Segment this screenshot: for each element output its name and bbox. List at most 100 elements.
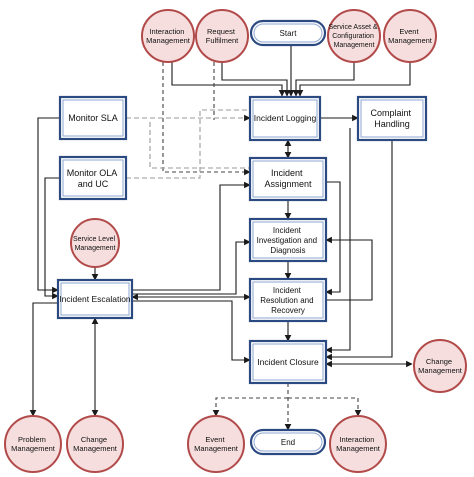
svg-text:Incident Assignment: Incident Assignment	[264, 168, 312, 189]
svg-text:Request Fulfilment: Request Fulfilment	[206, 27, 239, 45]
svg-text:Event Management: Event Management	[194, 435, 239, 453]
label-line: Management	[388, 36, 433, 45]
label-line: Interaction	[149, 27, 184, 36]
svg-text:Event Management: Event Management	[388, 27, 433, 45]
label-line: Management	[194, 444, 239, 453]
label-line: Incident	[273, 286, 302, 295]
activity-incident-escalation: Incident Escalation	[56, 278, 134, 320]
connector-escalation-to-investigation	[132, 238, 251, 295]
process-event-management-top: Event Management	[383, 9, 437, 63]
svg-text:Service Asset & Configur: Service Asset & Configuration Management	[329, 24, 380, 49]
label-line: Management	[75, 245, 116, 252]
svg-text:Change Management: Change Management	[73, 435, 118, 453]
svg-text:Monitor OLA and UC: Monitor OLA and UC	[67, 168, 120, 189]
connector-ola-up	[126, 109, 250, 179]
label-line: Incident	[271, 168, 303, 178]
label-line: Management	[73, 444, 118, 453]
label-line: Resolution and	[260, 296, 313, 305]
process-service-level-management: Service Level Management	[70, 218, 120, 268]
svg-text:Monitor SLA: Monitor SLA	[68, 113, 118, 123]
label-line: and UC	[78, 179, 109, 189]
label-line: Incident Closure	[257, 357, 319, 367]
connector-closure-to-event-bottom	[212, 397, 288, 417]
svg-text:Start: Start	[280, 29, 298, 38]
label-line: Recovery	[271, 306, 305, 315]
activity-incident-closure: Incident Closure	[248, 339, 328, 385]
label-line: Start	[280, 29, 298, 38]
label-line: Complaint	[370, 108, 411, 118]
connector-ola-to-escalation	[44, 177, 60, 300]
label-line: Assignment	[264, 179, 312, 189]
connector-event-to-logging	[296, 62, 411, 97]
activity-complaint-handling: Complaint Handling	[356, 95, 428, 142]
connector-interaction-to-assignment	[162, 62, 251, 176]
label-line: Event	[399, 27, 419, 36]
connector-sla-to-assignment	[149, 122, 250, 169]
svg-text:Service Level Management: Service Level Management	[73, 236, 117, 252]
label-line: Investigation and	[257, 236, 318, 245]
connector-layer	[29, 45, 413, 431]
process-request-fulfilment: Request Fulfilment	[195, 9, 249, 63]
svg-text:Incident Investigation a: Incident Investigation and Diagnosis	[257, 226, 320, 255]
connector-interaction-to-logging	[171, 62, 286, 97]
label-line: Management	[336, 444, 381, 453]
terminator-start: Start	[249, 19, 327, 47]
activity-incident-assignment: Incident Assignment	[248, 156, 328, 202]
label-line: Management	[146, 36, 191, 45]
label-line: Management	[418, 366, 463, 375]
connector-sacm-to-closure	[325, 128, 351, 354]
process-interaction-management-bottom: Interaction Management	[329, 415, 387, 473]
connector-escalation-to-closure	[132, 300, 251, 364]
svg-text:Incident Resolution and: Incident Resolution and Recovery	[260, 286, 316, 315]
connector-closure-to-interaction-bottom	[288, 397, 362, 417]
label-line: Handling	[374, 119, 410, 129]
svg-text:Incident Escalation: Incident Escalation	[59, 294, 131, 304]
connector-sla-to-escalation	[37, 117, 60, 294]
connector-assignment-to-resolution	[325, 181, 341, 296]
svg-text:Change Management: Change Management	[418, 357, 463, 375]
connector-complaint-to-closure	[325, 140, 393, 361]
connector-escalation-to-problem	[29, 302, 58, 417]
activity-monitor-sla: Monitor SLA	[58, 95, 128, 141]
process-change-management-right: Change Management	[413, 339, 467, 393]
connector-request-to-logging	[221, 62, 291, 97]
label-line: Service Level	[73, 236, 115, 243]
label-line: Change	[81, 435, 107, 444]
process-event-management-bottom: Event Management	[187, 415, 245, 473]
activity-incident-logging: Incident Logging	[248, 95, 322, 142]
terminator-end: End	[249, 428, 327, 456]
activity-incident-investigation-and-diagnosis: Incident Investigation and Diagnosis	[248, 217, 328, 263]
label-line: Incident Logging	[254, 113, 317, 123]
activity-incident-resolution-and-recovery: Incident Resolution and Recovery	[248, 277, 328, 323]
label-line: Change	[426, 357, 452, 366]
label-line: Fulfilment	[206, 36, 239, 45]
label-line: Service Asset &	[329, 24, 378, 31]
label-line: Monitor SLA	[68, 113, 118, 123]
label-line: Management	[11, 444, 56, 453]
label-line: Configuration	[332, 33, 374, 40]
connector-resolution-to-investigation	[325, 236, 373, 301]
label-line: Problem	[18, 435, 46, 444]
connector-escalation-to-assignment	[132, 181, 251, 291]
svg-text:End: End	[281, 438, 295, 447]
process-problem-management: Problem Management	[4, 415, 62, 473]
process-service-asset-configuration-management: Service Asset & Configuration Management	[327, 9, 381, 63]
connector-sacm-to-logging	[292, 62, 355, 97]
svg-text:Interaction Management: Interaction Management	[336, 435, 381, 453]
label-line: End	[281, 438, 295, 447]
label-line: Interaction	[339, 435, 374, 444]
label-line: Diagnosis	[270, 246, 305, 255]
svg-text:Incident Logging: Incident Logging	[254, 113, 317, 123]
label-line: Event	[205, 435, 225, 444]
svg-text:Incident Closure: Incident Closure	[257, 357, 319, 367]
activity-monitor-ola-and-uc: Monitor OLA and UC	[58, 155, 128, 201]
svg-text:Problem Management: Problem Management	[11, 435, 56, 453]
svg-text:Complaint Handling: Complaint Handling	[370, 108, 413, 129]
label-line: Incident Escalation	[59, 294, 131, 304]
label-line: Request	[207, 27, 236, 36]
process-change-management-bottom: Change Management	[66, 415, 124, 473]
process-interaction-management-top: Interaction Management	[141, 9, 195, 63]
label-line: Monitor OLA	[67, 168, 118, 178]
svg-text:Interaction Management: Interaction Management	[146, 27, 191, 45]
